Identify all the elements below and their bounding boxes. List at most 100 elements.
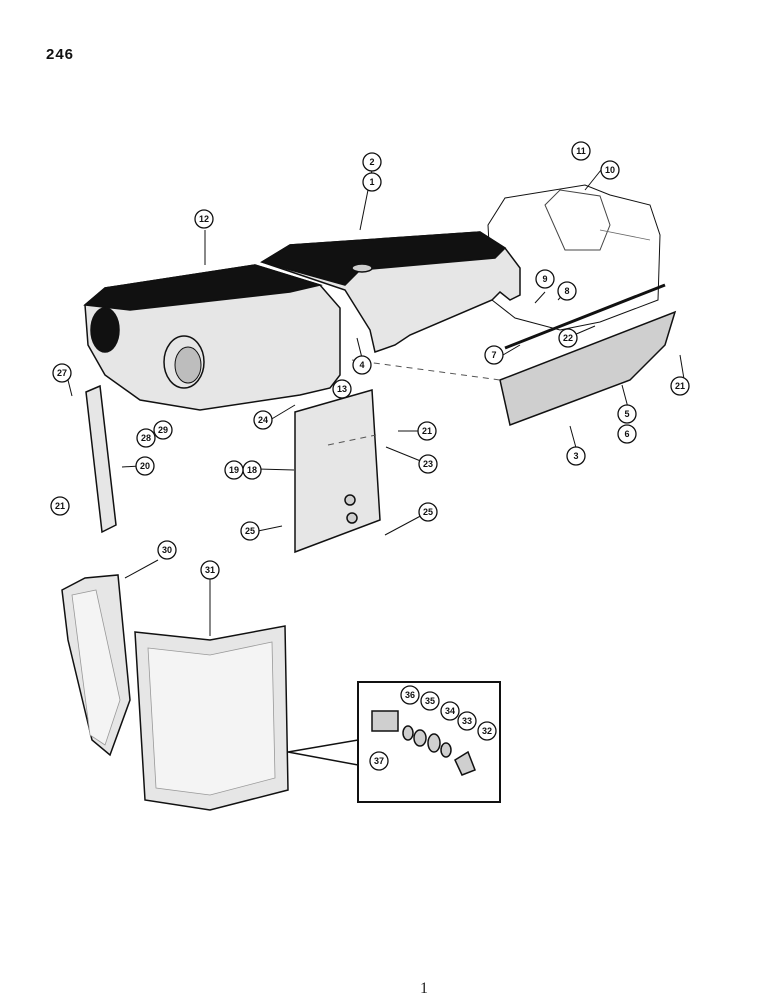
callout-37: 37: [369, 751, 389, 771]
callout-number: 19: [229, 465, 239, 475]
washer: [440, 742, 452, 758]
callout-number: 1: [369, 177, 374, 187]
right-side-panel: [499, 310, 677, 427]
callout-32: 32: [477, 721, 497, 741]
left-side-panel: [294, 389, 381, 554]
callout-number: 23: [423, 459, 433, 469]
callout-11: 11: [571, 141, 591, 161]
callout-circle: [136, 428, 156, 448]
callout-circle: [157, 540, 177, 560]
callout-36: 36: [400, 685, 420, 705]
callout-circle: [418, 454, 438, 474]
callout-30: 30: [157, 540, 177, 560]
callout-circle: [400, 685, 420, 705]
fuel-tank-outline: [487, 184, 661, 331]
callout-circle: [557, 281, 577, 301]
callout-circle: [558, 328, 578, 348]
callout-number: 11: [576, 146, 586, 156]
callout-35: 35: [420, 691, 440, 711]
callout-12: 12: [194, 209, 214, 229]
callout-number: 5: [624, 409, 629, 419]
callout-21: 21: [417, 421, 437, 441]
callout-circle: [362, 172, 382, 192]
callout-18: 18: [242, 460, 262, 480]
callout-28: 28: [136, 428, 156, 448]
callout-number: 28: [141, 433, 151, 443]
callout-circle: [617, 424, 637, 444]
callout-number: 22: [563, 333, 573, 343]
callout-number: 21: [675, 381, 685, 391]
callout-25: 25: [418, 502, 438, 522]
callout-number: 31: [205, 565, 215, 575]
callout-circle: [440, 701, 460, 721]
callout-number: 12: [199, 214, 209, 224]
callout-circle: [670, 376, 690, 396]
callout-number: 2: [369, 157, 374, 167]
callout-circle: [332, 379, 352, 399]
callout-27: 27: [52, 363, 72, 383]
callout-number: 36: [405, 690, 415, 700]
callout-circle: [52, 363, 72, 383]
callout-number: 20: [140, 461, 150, 471]
callout-number: 10: [605, 165, 615, 175]
callout-number: 18: [247, 465, 257, 475]
hardware-inset: [287, 681, 501, 803]
footer-mark: 1: [420, 980, 428, 997]
callout-31: 31: [200, 560, 220, 580]
callout-circle: [571, 141, 591, 161]
callout-number: 32: [482, 726, 492, 736]
callout-6: 6: [617, 424, 637, 444]
callout-number: 24: [258, 415, 268, 425]
callout-21: 21: [50, 496, 70, 516]
callout-circle: [457, 711, 477, 731]
callout-number: 21: [55, 501, 65, 511]
callout-23: 23: [418, 454, 438, 474]
callout-8: 8: [557, 281, 577, 301]
callout-19: 19: [224, 460, 244, 480]
callout-number: 7: [491, 350, 496, 360]
callout-circle: [253, 410, 273, 430]
callout-circle: [362, 152, 382, 172]
callout-2: 2: [362, 152, 382, 172]
callout-3: 3: [566, 446, 586, 466]
callout-21: 21: [670, 376, 690, 396]
callout-circle: [484, 345, 504, 365]
callout-13: 13: [332, 379, 352, 399]
callout-circle: [477, 721, 497, 741]
rear-hood: [260, 231, 521, 353]
callout-number: 29: [158, 425, 168, 435]
callout-number: 27: [57, 368, 67, 378]
callout-circle: [420, 691, 440, 711]
page-number: 246: [46, 46, 75, 63]
callout-circle: [418, 502, 438, 522]
callout-circle: [240, 521, 260, 541]
callout-number: 30: [162, 545, 172, 555]
washer: [402, 725, 414, 741]
callout-34: 34: [440, 701, 460, 721]
callout-circle: [50, 496, 70, 516]
callout-number: 21: [422, 426, 432, 436]
washer: [413, 729, 427, 747]
callout-circle: [417, 421, 437, 441]
callout-circle: [535, 269, 555, 289]
callout-number: 8: [564, 286, 569, 296]
callout-29: 29: [153, 420, 173, 440]
callout-number: 25: [245, 526, 255, 536]
hood-rod: [504, 283, 666, 350]
callout-number: 33: [462, 716, 472, 726]
callout-7: 7: [484, 345, 504, 365]
latch-plate: [371, 710, 399, 732]
callout-10: 10: [600, 160, 620, 180]
callout-24: 24: [253, 410, 273, 430]
callout-circle: [352, 355, 372, 375]
callout-number: 34: [445, 706, 455, 716]
callout-5: 5: [617, 404, 637, 424]
callout-layer: 1234567891011121318192021212122232425252…: [50, 141, 690, 771]
grille-left: [61, 574, 131, 757]
front-hood: [83, 264, 341, 411]
callout-circle: [600, 160, 620, 180]
callout-number: 13: [337, 384, 347, 394]
callout-circle: [194, 209, 214, 229]
callout-circle: [224, 460, 244, 480]
callout-25: 25: [240, 521, 260, 541]
